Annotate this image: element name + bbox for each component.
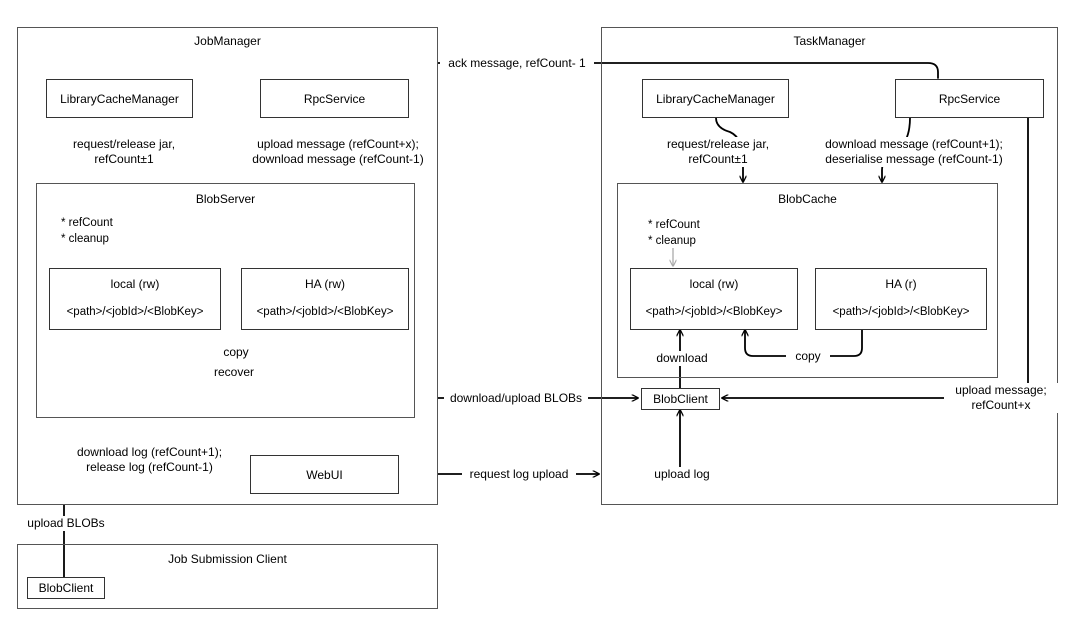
tm-library-cache-manager[interactable]: LibraryCacheManager	[642, 79, 789, 118]
job-submission-client-container	[17, 544, 438, 609]
jm-ha-storage-title: HA (rw)	[305, 277, 345, 291]
jm-rpc-arrow-label: upload message (refCount+x); download me…	[248, 137, 428, 167]
tm-local-storage-title: local (rw)	[689, 277, 739, 291]
tm-copy-label: copy	[786, 349, 830, 364]
tm-upload-message-label: upload message; refCount+x	[944, 383, 1058, 413]
blob-server-title: BlobServer	[195, 192, 256, 206]
tm-note-refcount: * refCount	[648, 219, 700, 231]
blob-server	[36, 183, 415, 418]
tm-rpc-service[interactable]: RpcService	[895, 79, 1044, 118]
jm-note-cleanup: * cleanup	[61, 233, 109, 245]
jm-ha-storage[interactable]: HA (rw) <path>/<jobId>/<BlobKey>	[241, 268, 409, 330]
tm-blob-cache-notes: * refCount * cleanup	[648, 217, 700, 249]
webui-label: WebUI	[306, 467, 343, 482]
blob-cache-title: BlobCache	[778, 192, 837, 206]
tm-blob-client[interactable]: BlobClient	[641, 388, 720, 410]
taskmanager-container	[601, 27, 1058, 505]
jm-copy-label: copy	[214, 345, 258, 360]
download-upload-blobs-label: download/upload BLOBs	[444, 391, 588, 406]
tm-rpc-service-label: RpcService	[938, 91, 1001, 106]
jm-webui-arrow-label-line1: download log (refCount+1);	[76, 445, 223, 459]
jm-local-storage[interactable]: local (rw) <path>/<jobId>/<BlobKey>	[49, 268, 221, 330]
tm-rpc-arrow-label: download message (refCount+1); deseriali…	[816, 137, 1012, 167]
tm-local-storage[interactable]: local (rw) <path>/<jobId>/<BlobKey>	[630, 268, 798, 330]
jm-rpc-service[interactable]: RpcService	[260, 79, 409, 118]
tm-rpc-arrow-label-line1: download message (refCount+1);	[825, 137, 1003, 151]
ack-message-label: ack message, refCount- 1	[440, 56, 594, 71]
jm-note-refcount: * refCount	[61, 217, 113, 229]
jm-lcm-arrow-label-line2: refCount±1	[94, 152, 154, 166]
tm-lcm-arrow-label: request/release jar, refCount±1	[650, 137, 786, 167]
upload-blobs-label: upload BLOBs	[22, 516, 110, 531]
jm-ha-storage-path: <path>/<jobId>/<BlobKey>	[256, 306, 394, 318]
jsc-blob-client-label: BlobClient	[38, 581, 94, 595]
taskmanager-title: TaskManager	[793, 34, 866, 48]
jm-rpc-arrow-label-line1: upload message (refCount+x);	[257, 137, 419, 151]
request-log-upload-label: request log upload	[462, 467, 576, 482]
tm-rpc-arrow-label-line2: deserialise message (refCount-1)	[825, 152, 1003, 166]
jsc-blob-client[interactable]: BlobClient	[27, 577, 105, 599]
tm-blob-client-label: BlobClient	[653, 392, 708, 406]
tm-lcm-arrow-label-line1: request/release jar,	[666, 137, 770, 151]
jm-local-storage-path: <path>/<jobId>/<BlobKey>	[66, 306, 204, 318]
blob-cache	[617, 183, 998, 378]
jm-library-cache-manager-label: LibraryCacheManager	[60, 91, 179, 106]
tm-upload-message-line2: refCount+x	[971, 398, 1031, 412]
tm-library-cache-manager-label: LibraryCacheManager	[656, 91, 775, 106]
jm-webui-arrow-label: download log (refCount+1); release log (…	[70, 445, 229, 475]
jm-library-cache-manager[interactable]: LibraryCacheManager	[46, 79, 193, 118]
tm-ha-storage[interactable]: HA (r) <path>/<jobId>/<BlobKey>	[815, 268, 987, 330]
tm-note-cleanup: * cleanup	[648, 235, 696, 247]
jm-local-storage-title: local (rw)	[110, 277, 160, 291]
tm-upload-log-label: upload log	[643, 467, 721, 482]
jm-recover-label: recover	[205, 365, 263, 380]
tm-local-storage-path: <path>/<jobId>/<BlobKey>	[645, 306, 783, 318]
jm-lcm-arrow-label-line1: request/release jar,	[72, 137, 176, 151]
jm-rpc-service-label: RpcService	[303, 91, 366, 106]
job-submission-client-title: Job Submission Client	[168, 552, 287, 566]
jm-webui-arrow-label-line2: release log (refCount-1)	[86, 460, 213, 474]
jm-lcm-arrow-label: request/release jar, refCount±1	[56, 137, 192, 167]
tm-ha-storage-title: HA (r)	[885, 277, 917, 291]
webui-box[interactable]: WebUI	[250, 455, 399, 494]
tm-download-label: download	[650, 351, 714, 366]
tm-ha-storage-path: <path>/<jobId>/<BlobKey>	[832, 306, 970, 318]
jm-blob-server-notes: * refCount * cleanup	[61, 215, 113, 247]
jm-rpc-arrow-label-line2: download message (refCount-1)	[252, 152, 424, 166]
tm-lcm-arrow-label-line2: refCount±1	[688, 152, 748, 166]
tm-upload-message-line1: upload message;	[955, 383, 1047, 397]
jobmanager-title: JobManager	[194, 34, 261, 48]
